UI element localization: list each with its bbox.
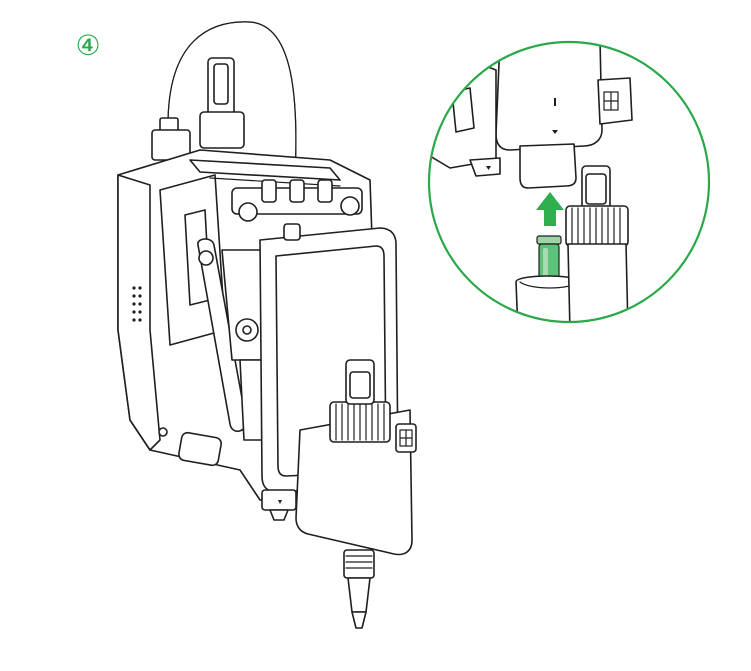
top-mount-post bbox=[199, 57, 245, 149]
zoom-inset bbox=[427, 40, 711, 324]
pen-holder-module bbox=[295, 359, 417, 629]
cable-connector bbox=[151, 117, 191, 161]
step-number-badge: ④ bbox=[75, 29, 101, 62]
hotend-nozzle bbox=[261, 489, 297, 521]
arrow-up-icon bbox=[536, 192, 564, 226]
